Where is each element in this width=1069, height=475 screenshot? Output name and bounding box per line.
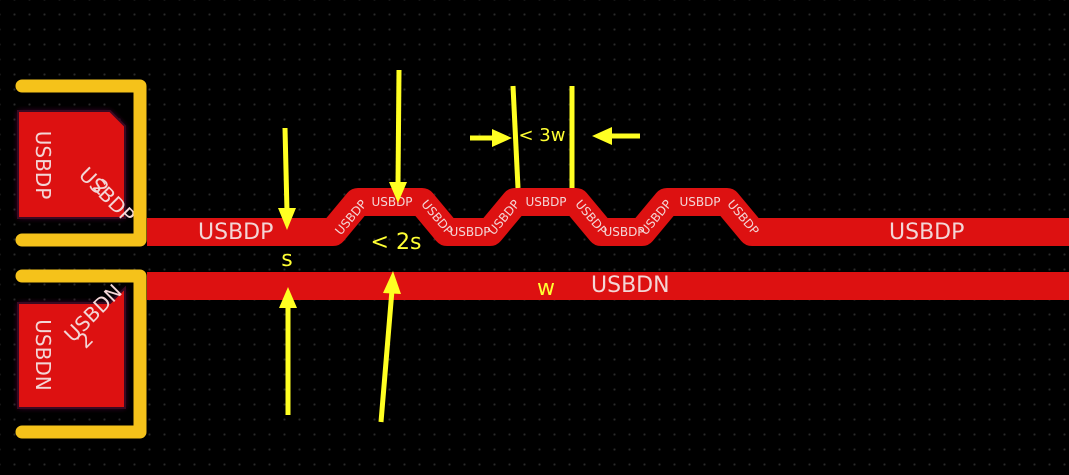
silkscreen-outline-bottom: [15, 269, 147, 439]
trace-usbdp-label-right: USBDP: [889, 220, 964, 245]
serp-label-8: USBDP: [603, 225, 644, 239]
trace-usbdn[interactable]: [147, 272, 1069, 300]
bump-width-label: < 3w: [519, 125, 566, 146]
bump-width-arrowhead-right: [592, 127, 612, 145]
trace-usbdp-label-left: USBDP: [198, 220, 273, 245]
serp-label-4: USBDP: [449, 225, 490, 239]
bump-height-arrow-down: [395, 69, 402, 186]
silkscreen-outline-top: [15, 79, 147, 247]
spacing-arrow-down: [282, 127, 290, 213]
trace-usbdp[interactable]: [147, 188, 1069, 246]
pad-usbdp-net-label: USBDP: [31, 131, 55, 200]
pad-usbdp[interactable]: USBDP 2 USBDP: [17, 110, 140, 228]
bump-height-arrowhead-up: [383, 271, 401, 294]
bump-height-arrow-up: [378, 289, 395, 423]
spacing-label: s: [281, 247, 292, 272]
spacing-arrowhead-up: [279, 287, 297, 308]
bump-height-label: < 2s: [371, 230, 422, 255]
bump-width-arrowhead-left: [492, 129, 512, 147]
bump-height-arrowhead-down: [389, 182, 407, 203]
serp-label-10: USBDP: [679, 195, 720, 209]
trace-usbdn-label: USBDN: [591, 273, 670, 298]
serp-label-2: USBDP: [371, 195, 412, 209]
serp-label-6: USBDP: [525, 195, 566, 209]
bump-width-marker-left: [510, 85, 521, 189]
pad-usbdn-net-label: USBDN: [31, 319, 55, 390]
pad-usbdn[interactable]: USBDN USBDN 2: [17, 279, 127, 409]
annotation-arrows: [278, 69, 640, 423]
width-label: w: [537, 276, 555, 301]
spacing-arrowhead-down: [278, 208, 296, 230]
